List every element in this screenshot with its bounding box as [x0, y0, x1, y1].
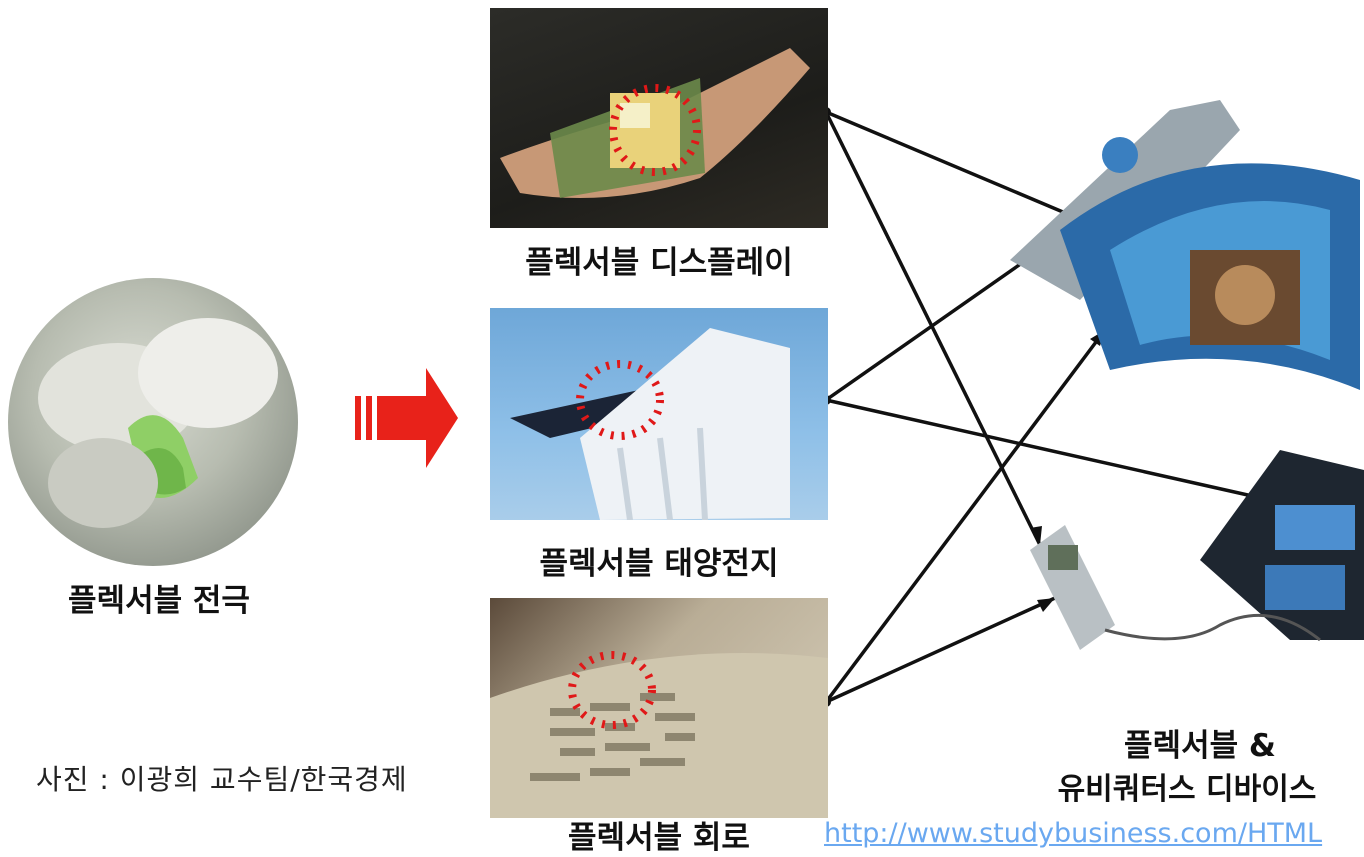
label-display: 플렉서블 디스플레이	[525, 245, 793, 281]
label-device-line1: 플렉서블 &	[1124, 728, 1276, 764]
source-link[interactable]: http://www.studybusiness.com/HTML	[824, 818, 1323, 849]
red-arrow-icon	[355, 368, 458, 468]
line-circuit-to-flexdevice	[824, 328, 1107, 704]
label-electrode: 플렉서블 전극	[68, 583, 250, 619]
circuit-illustration	[490, 651, 828, 818]
photo-credit: 사진 : 이광희 교수팀/한국경제	[36, 763, 408, 796]
circuit-photo	[490, 598, 828, 818]
flexible-device-photo	[990, 90, 1364, 410]
phone-charger-photo	[1020, 450, 1364, 680]
line-circuit-to-phone	[825, 596, 1056, 704]
flexible-device-illustration	[1010, 100, 1360, 390]
phone-charger-illustration	[1030, 450, 1364, 650]
solar-photo	[490, 308, 828, 520]
label-device-line2: 유비쿼터스 디바이스	[1057, 772, 1317, 807]
solar-illustration	[510, 328, 790, 520]
label-circuit: 플렉서블 회로	[568, 820, 750, 856]
electrode-illustration	[38, 318, 278, 528]
display-illustration	[500, 48, 810, 198]
display-photo	[490, 8, 828, 228]
line-solar-to-charger	[825, 398, 1271, 502]
electrode-photo	[8, 278, 298, 566]
line-display-to-phone	[824, 111, 1042, 546]
connector-lines	[824, 110, 1271, 704]
label-solar: 플렉서블 태양전지	[539, 546, 779, 582]
